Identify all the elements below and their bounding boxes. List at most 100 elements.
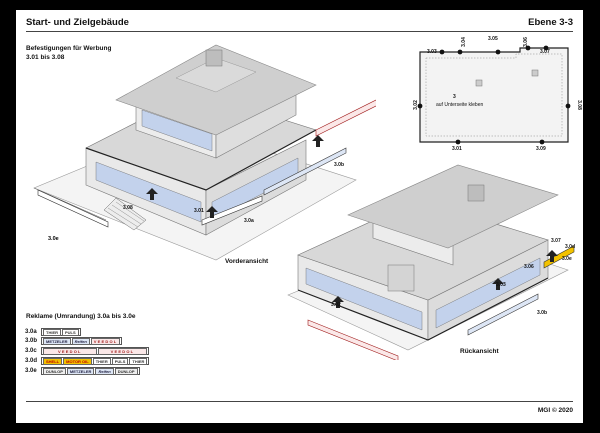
rear-callout-0: 3.02 (331, 302, 341, 308)
level-label: Ebene 3-3 (528, 17, 573, 28)
rear-roof (347, 164, 559, 249)
sheet-title: Start- und Zielgebäude (26, 17, 129, 28)
legend-code: 3.0c (25, 348, 37, 354)
front-railing (85, 129, 317, 191)
ad-chip: VEEDOL (97, 347, 148, 355)
roof-plan-outline (419, 47, 569, 143)
ad-strip: DUNLOP METZELER Reifen DUNLOP (41, 367, 140, 375)
ad-strip: METZELER Reifen VEEDOL (41, 337, 123, 345)
roof-center-2: auf Unterseite kleben (436, 102, 484, 108)
legend-row-3-0c: 3.0c VEEDOL VEEDOL (25, 347, 150, 355)
marker-3-08 (565, 103, 571, 109)
legend-code: 3.0e (25, 368, 37, 374)
rear-callout-3: 3.06 (524, 264, 534, 270)
mount-arrow-3-01b (312, 135, 324, 147)
front-callout-3: 3.0b (334, 162, 345, 168)
plan-sheet: Start- und Zielgebäude Ebene 3-3 Befesti… (16, 10, 583, 423)
rear-view-drawing (287, 164, 575, 360)
ad-chip: PULS (62, 328, 79, 336)
copyright: MGI © 2020 (537, 407, 573, 414)
middle-windows (141, 109, 213, 152)
rear-callout-4: 3.0d (565, 244, 576, 250)
ad-strip: SHELL MOTOR OIL THIER PULS THIER (41, 357, 150, 365)
legend-row-3-0e: 3.0e DUNLOP METZELER Reifen DUNLOP (25, 367, 140, 375)
header-rule (26, 31, 573, 32)
rear-ad-band-3-0c (307, 319, 399, 360)
ad-chip: DUNLOP (43, 367, 66, 375)
ad-chip: Reifen (95, 367, 114, 375)
ad-chip: METZELER (66, 367, 95, 375)
rear-chimney (467, 184, 485, 202)
marker-3-03 (439, 49, 445, 55)
rear-callout-7: 3.0b (537, 310, 548, 316)
rear-stair-box (387, 264, 415, 292)
legend-row-3-0a: 3.0a THIER PULS (25, 328, 81, 336)
legend-row-3-0d: 3.0d SHELL MOTOR OIL THIER PULS THIER (25, 357, 150, 365)
marker-3-07 (543, 45, 549, 51)
ad-chip: VEEDOL (43, 347, 97, 355)
roof-top (175, 57, 257, 93)
roof-marker-label-6: 3.07 (540, 49, 550, 55)
ad-chip: DUNLOP (114, 367, 138, 375)
ad-band-3-0b (263, 147, 347, 196)
roof-marker-label-2: 3.03 (427, 49, 437, 55)
ad-chip: THIER (92, 357, 111, 365)
rear-ad-band-3-0b (467, 293, 539, 336)
marker-3-04 (457, 49, 463, 55)
footer-rule (26, 401, 573, 402)
marker-3-09 (539, 139, 545, 145)
mounting-title-1: Befestigungen für Werbung (26, 45, 112, 52)
marker-3-01 (455, 139, 461, 145)
ad-chip: SHELL (43, 357, 63, 365)
roof-center-1: 3 (453, 94, 456, 100)
ad-chip: Reifen (71, 337, 90, 345)
roof-marker-label-0: 3.01 (452, 146, 462, 152)
marker-3-05 (495, 49, 501, 55)
ad-chip: MOTOR OIL (63, 357, 92, 365)
ad-strip: THIER PULS (41, 328, 81, 336)
legend-code: 3.0d (25, 358, 38, 364)
rear-callout-1: 3.03 (496, 282, 506, 288)
rear-callout-5: 3.0e (562, 256, 572, 262)
roof-marker-label-8: 3.09 (536, 146, 546, 152)
ad-strip: VEEDOL VEEDOL (41, 347, 150, 355)
rear-railing (297, 277, 549, 341)
front-callout-1: 3.08 (123, 205, 133, 211)
roof-marker-label-1: 3.02 (412, 100, 419, 110)
ad-chip: THIER (129, 357, 148, 365)
rear-mount-arrow-3-07 (546, 250, 558, 262)
ad-chip: VEEDOL (90, 337, 121, 345)
mounting-title-2: 3.01 bis 3.08 (26, 54, 65, 61)
rear-mount-arrow-3-02 (332, 296, 344, 308)
legend-code: 3.0b (25, 338, 38, 344)
marker-3-02 (417, 103, 423, 109)
ad-chip: THIER (43, 328, 61, 336)
rear-side-windows (435, 257, 541, 329)
legend-code: 3.0a (25, 329, 37, 335)
chimney (205, 49, 223, 67)
front-view-drawing: 3.0e (33, 44, 376, 261)
ad-chip: METZELER (43, 337, 71, 345)
roof-marker-label-4: 3.05 (488, 36, 498, 42)
front-callout-0: 3.01 (194, 208, 204, 214)
marker-3-06 (525, 45, 531, 51)
ad-band-3-0a (201, 195, 263, 226)
mount-arrow-3-01 (206, 206, 218, 218)
roof-marker-label-5: 3.06 (522, 37, 529, 47)
roof-plan-drawing (417, 45, 571, 145)
front-callout-2: 3.0a (244, 218, 254, 224)
rear-callout-2: 3.07 (551, 238, 561, 244)
ad-band-3-0e (37, 189, 109, 228)
roof-marker-label-3: 3.04 (460, 37, 467, 47)
roof-marker-label-7: 3.08 (575, 100, 582, 110)
rear-view-label: Rückansicht (460, 348, 499, 355)
front-view-label: Vorderansicht (225, 258, 269, 265)
rear-lower-windows (305, 267, 423, 331)
rear-ad-band-3-0d (543, 245, 575, 269)
stairs (103, 197, 147, 231)
ad-chip: PULS (111, 357, 129, 365)
mount-arrow-3-08 (146, 188, 158, 200)
ad-legend-title: Reklame (Umrandung) 3.0a bis 3.0e (26, 313, 136, 320)
front-callout-3-0e: 3.0e (48, 236, 59, 242)
rear-mount-arrow-3-03 (492, 278, 504, 290)
